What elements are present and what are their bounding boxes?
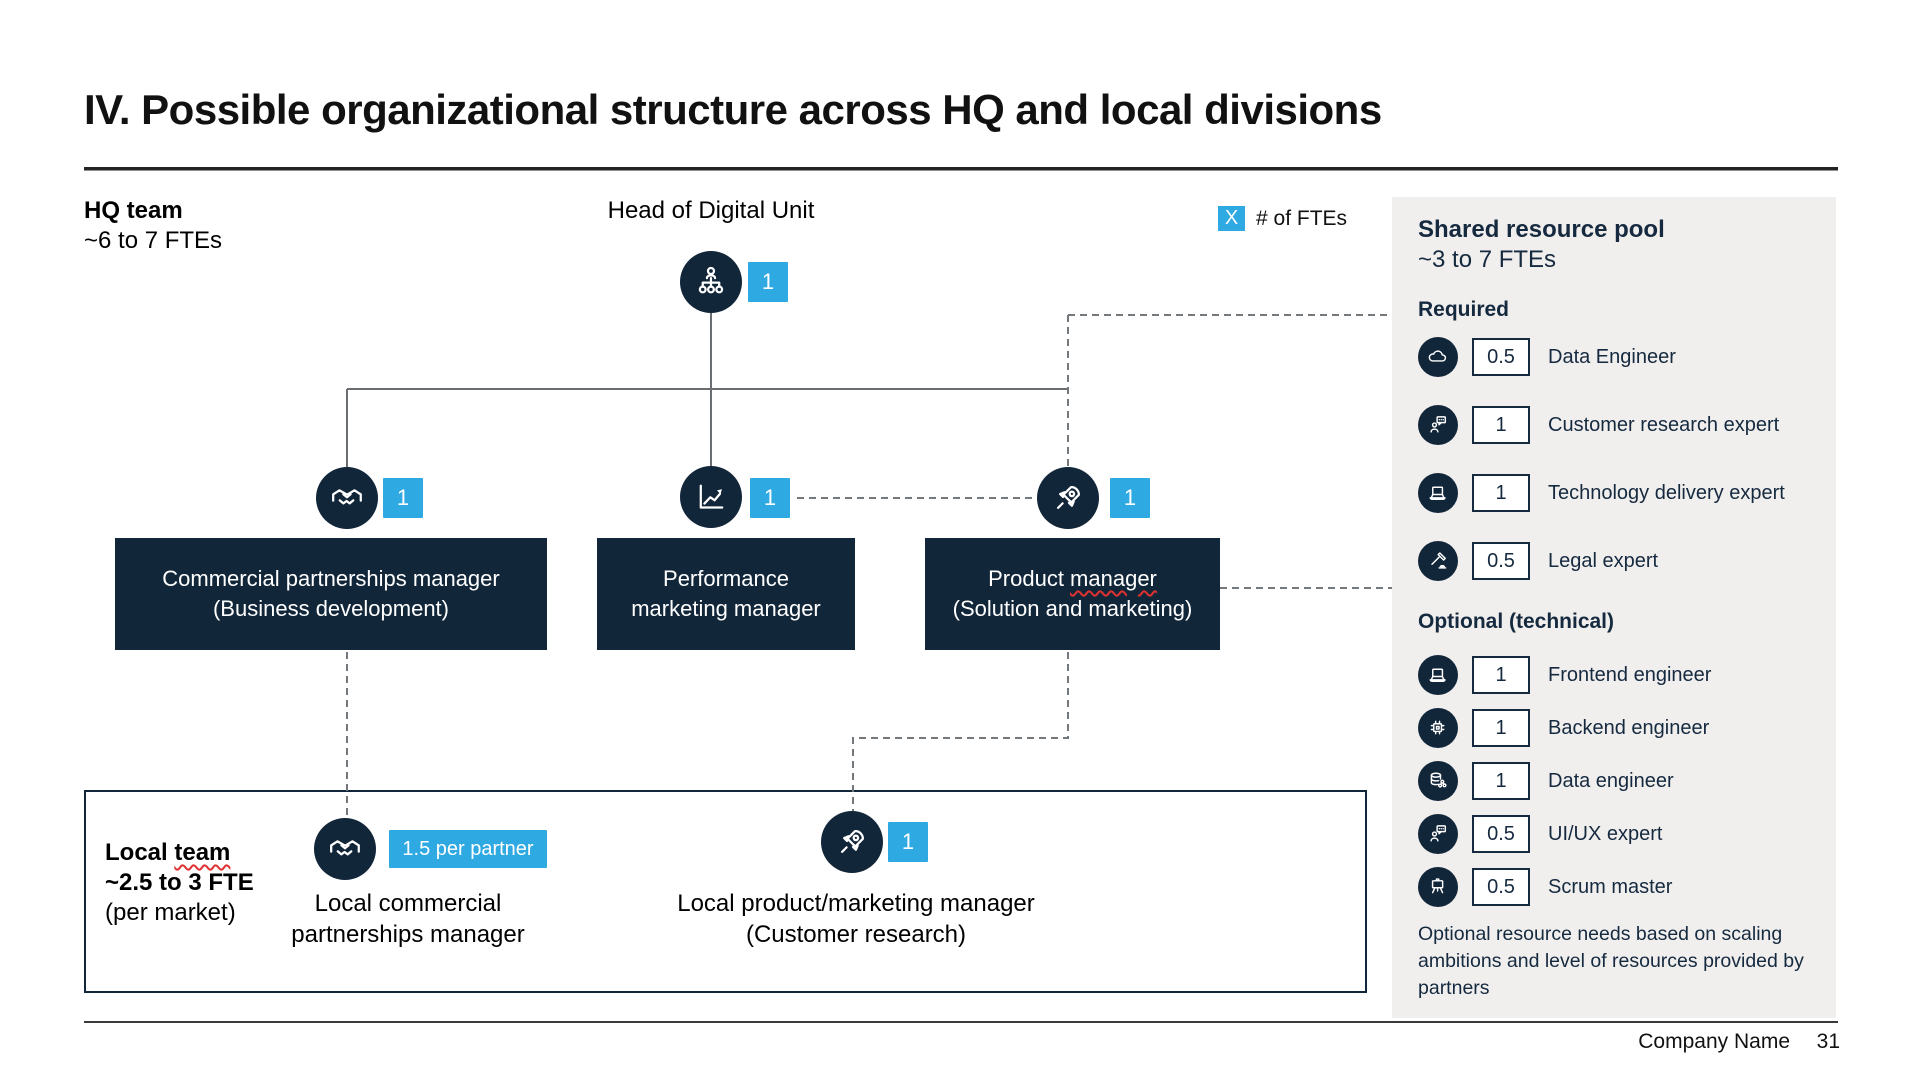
pool-item-row: 0.5 Scrum master — [1418, 867, 1810, 907]
local-team-label-spellcheck: team — [174, 839, 230, 866]
fte-legend-label: # of FTEs — [1256, 207, 1347, 231]
product-fte-badge: 1 — [1110, 478, 1150, 518]
pool-item-fte-box: 1 — [1472, 406, 1530, 444]
hq-team-label-block: HQ team ~6 to 7 FTEs — [84, 196, 222, 256]
hq-team-label: HQ team — [84, 196, 222, 226]
pool-item-row: 0.5 Data Engineer — [1418, 337, 1810, 377]
local-team-ftes: ~2.5 to 3 FTE — [105, 868, 254, 898]
pool-item-label: UI/UX expert — [1548, 823, 1662, 846]
footer-company-name: Company Name — [1540, 1030, 1790, 1054]
commercial-partnerships-manager-box: Commercial partnerships manager (Busines… — [115, 538, 547, 650]
pool-item-fte-box: 0.5 — [1472, 815, 1530, 853]
pool-item-fte-box: 0.5 — [1472, 542, 1530, 580]
handshake-icon — [316, 467, 378, 529]
footer-page-number: 31 — [1800, 1030, 1840, 1054]
pool-item-fte-box: 1 — [1472, 656, 1530, 694]
pool-item-fte-box: 0.5 — [1472, 338, 1530, 376]
pool-required-heading: Required — [1418, 297, 1810, 323]
pool-item-label: Technology delivery expert — [1548, 482, 1785, 505]
local-commercial-manager-label: Local commercial partnerships manager — [248, 888, 568, 950]
pool-title: Shared resource pool — [1418, 215, 1810, 245]
pool-item-icon — [1418, 405, 1458, 445]
local-team-label: Local — [105, 839, 174, 866]
box-sublabel: marketing manager — [631, 594, 821, 624]
pool-item-icon — [1418, 337, 1458, 377]
pool-footnote: Optional resource needs based on scaling… — [1418, 921, 1812, 1002]
local-team-label-block: Local team ~2.5 to 3 FTE (per market) — [105, 838, 254, 928]
chart-growth-icon — [680, 466, 742, 528]
local-team-note: (per market) — [105, 898, 254, 928]
pool-required-list: 0.5 Data Engineer 1 Customer research ex… — [1418, 337, 1810, 581]
pool-item-row: 0.5 Legal expert — [1418, 541, 1810, 581]
pool-item-fte-box: 0.5 — [1472, 868, 1530, 906]
pool-item-label: Scrum master — [1548, 876, 1672, 899]
pool-item-row: 1 Frontend engineer — [1418, 655, 1810, 695]
pool-item-fte-box: 1 — [1472, 762, 1530, 800]
pool-item-fte-box: 1 — [1472, 474, 1530, 512]
pool-item-icon — [1418, 814, 1458, 854]
performance-fte-badge: 1 — [750, 478, 790, 518]
shared-resource-pool-panel: Shared resource pool ~3 to 7 FTEs Requir… — [1392, 197, 1836, 1018]
pool-item-label: Frontend engineer — [1548, 664, 1711, 687]
pool-item-label: Data Engineer — [1548, 346, 1676, 369]
local-product-manager-sub: (Customer research) — [646, 919, 1066, 950]
rocket-icon — [821, 811, 883, 873]
box-label: Product — [988, 566, 1070, 591]
local-product-manager-label: Local product/marketing manager (Custome… — [646, 888, 1066, 950]
pool-item-icon — [1418, 473, 1458, 513]
head-of-digital-unit-title: Head of Digital Unit — [561, 196, 861, 226]
pool-item-label: Data engineer — [1548, 770, 1674, 793]
page-title: IV. Possible organizational structure ac… — [84, 86, 1804, 134]
box-label-spellcheck: manager — [1070, 566, 1157, 591]
pool-item-label: Customer research expert — [1548, 414, 1779, 437]
local-product-manager-name: Local product/marketing manager — [646, 888, 1066, 919]
pool-item-row: 1 Customer research expert — [1418, 405, 1810, 445]
pool-item-icon — [1418, 655, 1458, 695]
local-commercial-fte-badge: 1.5 per partner — [389, 830, 547, 868]
fte-legend-symbol: X — [1218, 206, 1245, 231]
pool-item-row: 1 Technology delivery expert — [1418, 473, 1810, 513]
pool-item-icon — [1418, 708, 1458, 748]
box-sublabel: (Business development) — [213, 594, 449, 624]
pool-optional-heading: Optional (technical) — [1418, 609, 1810, 635]
pool-item-icon — [1418, 761, 1458, 801]
box-label: Commercial partnerships manager — [162, 566, 499, 591]
fte-legend: X # of FTEs — [1218, 206, 1347, 231]
performance-marketing-manager-box: Performance marketing manager — [597, 538, 855, 650]
pool-item-icon — [1418, 541, 1458, 581]
rocket-icon — [1037, 467, 1099, 529]
pool-item-fte-box: 1 — [1472, 709, 1530, 747]
footer-divider — [84, 1021, 1838, 1023]
box-sublabel: (Solution and marketing) — [953, 594, 1193, 624]
pool-optional-list: 1 Frontend engineer 1 Backend engineer 1… — [1418, 655, 1810, 907]
commercial-fte-badge: 1 — [383, 478, 423, 518]
pool-item-row: 0.5 UI/UX expert — [1418, 814, 1810, 854]
title-divider — [84, 167, 1838, 171]
hq-team-ftes: ~6 to 7 FTEs — [84, 226, 222, 256]
pool-item-icon — [1418, 867, 1458, 907]
box-label: Performance — [663, 566, 789, 591]
pool-ftes: ~3 to 7 FTEs — [1418, 245, 1810, 275]
local-product-fte-badge: 1 — [888, 822, 928, 862]
pool-item-label: Legal expert — [1548, 550, 1658, 573]
pool-item-label: Backend engineer — [1548, 717, 1709, 740]
head-fte-badge: 1 — [748, 262, 788, 302]
product-manager-box: Product manager (Solution and marketing) — [925, 538, 1220, 650]
handshake-icon — [314, 818, 376, 880]
pool-item-row: 1 Backend engineer — [1418, 708, 1810, 748]
pool-item-row: 1 Data engineer — [1418, 761, 1810, 801]
org-chart-icon — [680, 251, 742, 313]
